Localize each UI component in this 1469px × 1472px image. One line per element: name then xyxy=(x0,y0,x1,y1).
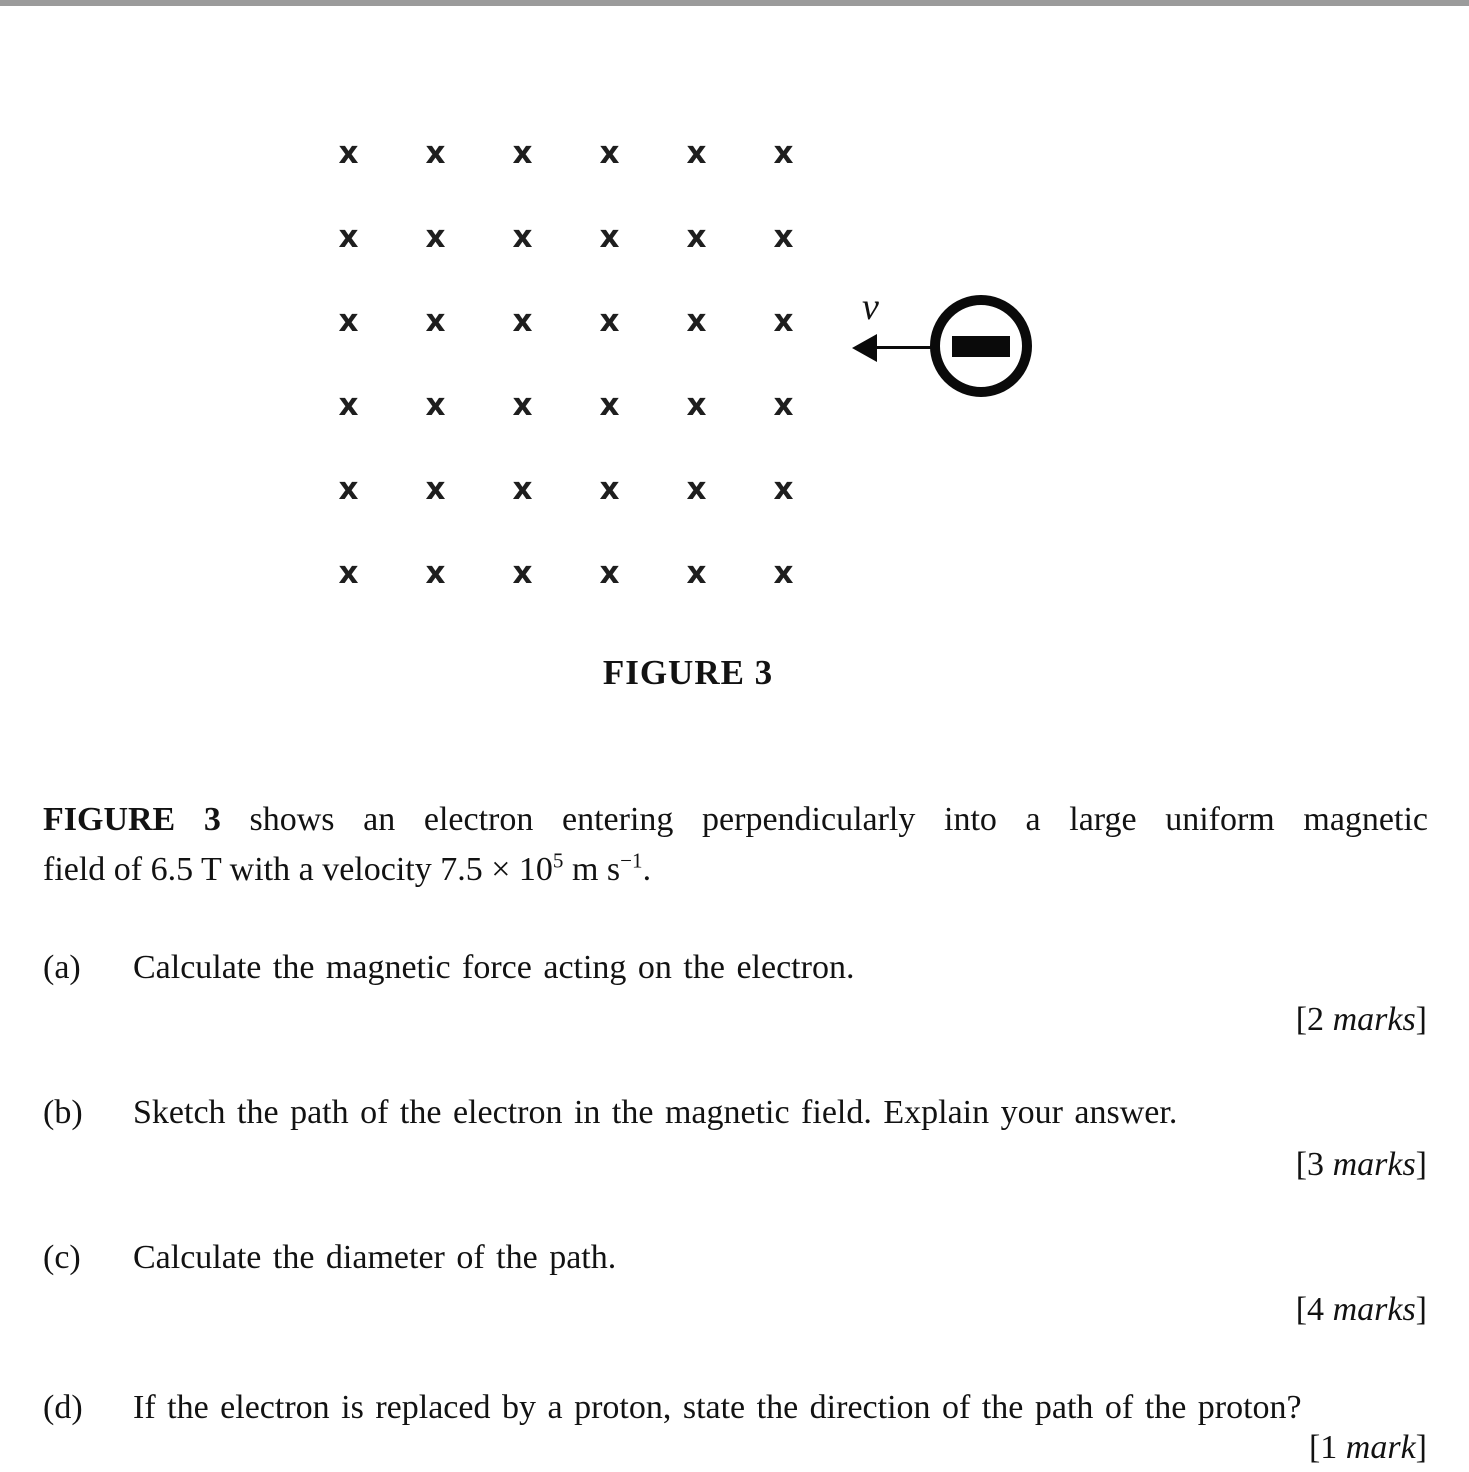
field-into-page-symbol: x xyxy=(338,470,359,507)
velocity-label: v xyxy=(862,286,879,328)
question-b-text: Sketch the path of the electron in the m… xyxy=(133,1094,1178,1131)
field-into-page-symbol: x xyxy=(773,470,794,507)
field-into-page-symbol: x xyxy=(425,386,446,423)
field-into-page-symbol: x xyxy=(686,470,707,507)
field-into-page-symbol: x xyxy=(686,386,707,423)
field-into-page-symbol: x xyxy=(599,554,620,591)
field-into-page-symbol: x xyxy=(425,218,446,255)
field-into-page-symbol: x xyxy=(512,134,533,171)
question-b-label: (b) xyxy=(43,1094,83,1131)
marks-d-word: mark xyxy=(1345,1429,1416,1466)
minus-sign-icon xyxy=(952,335,1010,357)
field-into-page-symbol: x xyxy=(338,302,359,339)
marks-a-open: [2 xyxy=(1295,1001,1333,1038)
question-d-label: (d) xyxy=(43,1389,83,1426)
field-into-page-symbol: x xyxy=(338,554,359,591)
field-into-page-symbol: x xyxy=(686,554,707,591)
paragraph-line-2: field of 6.5 T with a velocity 7.5 × 105… xyxy=(43,845,1428,895)
marks-d-close: ] xyxy=(1415,1429,1427,1466)
paragraph-line-2-units: m s xyxy=(563,851,621,888)
exponent-minus-1: −1 xyxy=(620,848,643,873)
exponent-5: 5 xyxy=(552,848,564,873)
marks-c-word: marks xyxy=(1332,1291,1416,1328)
field-into-page-symbol: x xyxy=(773,554,794,591)
field-into-page-symbol: x xyxy=(512,302,533,339)
field-into-page-symbol: x xyxy=(599,386,620,423)
field-into-page-symbol: x xyxy=(512,386,533,423)
field-into-page-symbol: x xyxy=(338,218,359,255)
field-into-page-symbol: x xyxy=(425,470,446,507)
marks-b-word: marks xyxy=(1332,1146,1416,1183)
question-b-marks: [3 marks] xyxy=(1296,1143,1427,1187)
question-d-marks: [1 mark] xyxy=(1309,1426,1427,1470)
field-into-page-symbol: x xyxy=(773,302,794,339)
marks-d-open: [1 xyxy=(1308,1429,1346,1466)
field-into-page-symbol: x xyxy=(338,134,359,171)
marks-b-close: ] xyxy=(1415,1146,1427,1183)
field-into-page-symbol: x xyxy=(686,302,707,339)
question-b: (b) Sketch the path of the electron in t… xyxy=(43,1091,1427,1135)
question-c-marks: [4 marks] xyxy=(1296,1288,1427,1332)
field-into-page-symbol: x xyxy=(512,218,533,255)
question-d: (d) If the electron is replaced by a pro… xyxy=(43,1386,1427,1430)
field-into-page-symbol: x xyxy=(686,218,707,255)
field-into-page-symbol: x xyxy=(425,134,446,171)
field-into-page-symbol: x xyxy=(599,302,620,339)
question-c-label: (c) xyxy=(43,1239,81,1276)
question-a-text: Calculate the magnetic force acting on t… xyxy=(133,949,855,986)
field-into-page-symbol: x xyxy=(425,302,446,339)
marks-a-close: ] xyxy=(1415,1001,1427,1038)
field-into-page-symbol: x xyxy=(425,554,446,591)
question-a-label: (a) xyxy=(43,949,81,986)
field-into-page-symbol: x xyxy=(686,134,707,171)
page-top-edge xyxy=(0,0,1469,6)
marks-c-close: ] xyxy=(1415,1291,1427,1328)
question-a: (a) Calculate the magnetic force acting … xyxy=(43,946,1427,990)
field-into-page-symbol: x xyxy=(512,554,533,591)
field-into-page-symbol: x xyxy=(773,134,794,171)
paragraph-line-1: FIGURE 3 shows an electron entering perp… xyxy=(43,795,1428,845)
description-paragraph: FIGURE 3 shows an electron entering perp… xyxy=(43,795,1428,895)
field-into-page-symbol: x xyxy=(773,218,794,255)
field-into-page-symbol: x xyxy=(338,386,359,423)
figure-caption: FIGURE 3 xyxy=(602,653,774,692)
paragraph-line-1-text: shows an electron entering perpendicular… xyxy=(220,801,1429,838)
paragraph-line-2-period: . xyxy=(642,851,652,888)
question-d-text: If the electron is replaced by a proton,… xyxy=(133,1389,1302,1426)
field-grid: x x x x x x x x x x x x x x x x x x x x x x x x x x x x x x x x x x x x xyxy=(305,111,827,615)
field-into-page-symbol: x xyxy=(599,470,620,507)
field-into-page-symbol: x xyxy=(599,134,620,171)
marks-b-open: [3 xyxy=(1295,1146,1333,1183)
question-c-text: Calculate the diameter of the path. xyxy=(133,1239,617,1276)
field-into-page-symbol: x xyxy=(773,386,794,423)
electron-symbol xyxy=(930,295,1032,397)
field-into-page-symbol: x xyxy=(599,218,620,255)
velocity-arrow-line xyxy=(872,346,932,349)
marks-c-open: [4 xyxy=(1295,1291,1333,1328)
field-into-page-symbol: x xyxy=(512,470,533,507)
marks-a-word: marks xyxy=(1332,1001,1416,1038)
question-c: (c) Calculate the diameter of the path. xyxy=(43,1236,1427,1280)
figure-reference: FIGURE 3 xyxy=(43,801,221,838)
question-a-marks: [2 marks] xyxy=(1296,998,1427,1042)
paragraph-line-2-text: field of 6.5 T with a velocity 7.5 × 10 xyxy=(43,851,553,888)
